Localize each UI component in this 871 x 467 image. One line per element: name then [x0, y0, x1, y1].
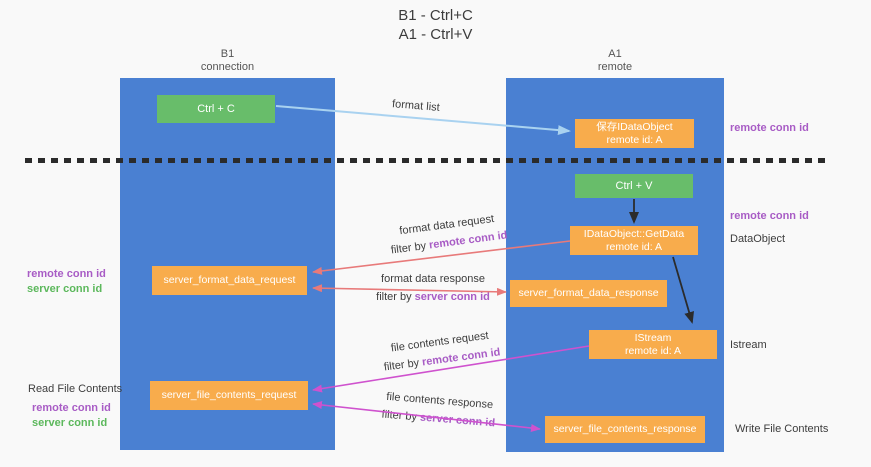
file-contents-request-label: file contents request filter by remote c…: [377, 328, 506, 375]
left-server-conn-id-format: server conn id: [27, 283, 103, 295]
save-dataobject-line1: 保存IDataObject: [596, 120, 673, 133]
clipboard-boundary-dashed-line: [25, 158, 831, 163]
left-remote-conn-id-format: remote conn id: [27, 268, 106, 280]
save-dataobject-box: 保存IDataObject remote id: A: [575, 119, 694, 148]
format-data-response-label-line2: filter by server conn id: [370, 291, 496, 304]
filter-by-text: filter by: [390, 239, 430, 257]
write-file-contents-label: Write File Contents: [735, 423, 829, 435]
left-remote-conn-id-file: remote conn id: [32, 402, 111, 414]
right-remote-conn-id-top: remote conn id: [730, 122, 809, 134]
server-format-data-request-box: server_format_data_request: [152, 266, 307, 295]
filter-by-text: filter by: [383, 356, 423, 374]
ctrl-c-label: Ctrl + C: [197, 102, 235, 115]
lifeline-a1-name: A1: [608, 48, 622, 60]
idataobject-getdata-box: IDataObject::GetData remote id: A: [570, 226, 698, 255]
lifeline-header-a1: A1 remote: [506, 48, 724, 74]
istream-line1: IStream: [634, 331, 672, 344]
diagram-title-line1: B1 - Ctrl+C: [398, 7, 473, 24]
getdata-line1: IDataObject::GetData: [583, 227, 685, 240]
server-format-data-request-label: server_format_data_request: [163, 274, 296, 286]
istream-line2: remote id: A: [624, 344, 682, 357]
read-file-contents-label: Read File Contents: [28, 383, 123, 395]
server-file-contents-response-label: server_file_contents_response: [553, 423, 697, 435]
format-data-response-label-line1: format data response: [381, 273, 485, 285]
server-conn-id-highlight: server conn id: [414, 291, 490, 303]
lifeline-header-b1: B1 connection: [120, 48, 335, 74]
istream-box: IStream remote id: A: [589, 330, 717, 359]
server-conn-id-highlight: server conn id: [419, 411, 496, 430]
left-server-conn-id-file: server conn id: [32, 417, 108, 429]
server-format-data-response-box: server_format_data_response: [510, 280, 667, 307]
save-dataobject-line2: remote id: A: [606, 133, 663, 146]
format-data-response-label: format data response filter by server co…: [370, 273, 496, 304]
dataobject-label: DataObject: [730, 233, 786, 245]
lifeline-a1-role: remote: [597, 61, 633, 73]
getdata-line2: remote id: A: [605, 240, 663, 253]
diagram-title-line2: A1 - Ctrl+V: [398, 26, 473, 43]
filter-by-text: filter by: [381, 408, 421, 424]
ctrl-v-box: Ctrl + V: [575, 174, 693, 198]
lifeline-b1-name: B1: [220, 48, 235, 60]
server-file-contents-request-box: server_file_contents_request: [150, 381, 308, 410]
lifeline-b1-role: connection: [200, 61, 255, 73]
ctrl-v-label: Ctrl + V: [615, 179, 653, 192]
istream-side-label: Istream: [730, 339, 767, 351]
server-format-data-response-label: server_format_data_response: [518, 287, 659, 299]
server-file-contents-request-label: server_file_contents_request: [161, 389, 297, 401]
ctrl-c-box: Ctrl + C: [157, 95, 275, 123]
format-data-request-label: format data request filter by remote con…: [384, 211, 513, 258]
diagram-title: B1 - Ctrl+C A1 - Ctrl+V: [0, 6, 871, 44]
file-contents-response-label: file contents response filter by server …: [375, 390, 503, 431]
filter-by-text: filter by: [376, 291, 415, 303]
server-file-contents-response-box: server_file_contents_response: [545, 416, 705, 443]
format-list-label: format list: [391, 98, 441, 114]
right-remote-conn-id-mid: remote conn id: [730, 210, 809, 222]
